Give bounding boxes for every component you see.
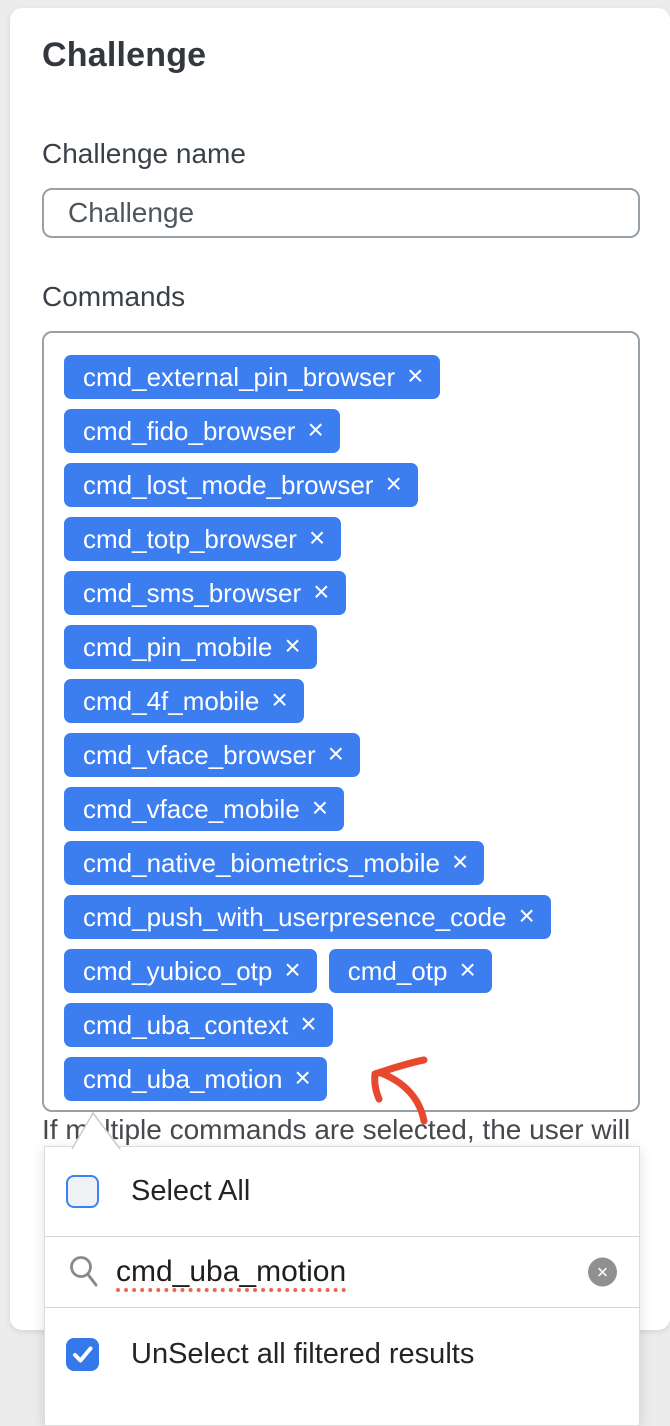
commands-help-text: If multiple commands are selected, the u…: [42, 1114, 631, 1145]
selected-command-tag: cmd_push_with_userpresence_code ×: [64, 895, 551, 939]
selected-command-tag: cmd_sms_browser ×: [64, 571, 346, 615]
remove-tag-icon[interactable]: ×: [451, 846, 469, 877]
tag-row: cmd_vface_mobile ×: [64, 787, 620, 831]
tag-row: cmd_fido_browser ×: [64, 409, 620, 453]
selected-command-tag: cmd_4f_mobile ×: [64, 679, 304, 723]
unselect-filtered-row[interactable]: UnSelect all filtered results: [45, 1308, 639, 1426]
tag-row: cmd_yubico_otp × cmd_otp ×: [64, 949, 620, 993]
command-search-input[interactable]: cmd_uba_motion: [116, 1255, 347, 1288]
commands-label: Commands: [42, 281, 186, 312]
tag-label: cmd_uba_motion: [83, 1063, 283, 1094]
commands-multiselect[interactable]: cmd_external_pin_browser×cmd_fido_browse…: [42, 331, 640, 1112]
tag-row: cmd_4f_mobile ×: [64, 679, 620, 723]
selected-command-tag: cmd_lost_mode_browser ×: [64, 463, 418, 507]
selected-command-tag: cmd_native_biometrics_mobile ×: [64, 841, 485, 885]
tag-label: cmd_yubico_otp: [83, 955, 273, 986]
select-all-row[interactable]: Select All: [45, 1147, 639, 1237]
remove-tag-icon[interactable]: ×: [459, 954, 476, 985]
selected-command-tag: cmd_totp_browser ×: [64, 517, 342, 561]
remove-tag-icon[interactable]: ×: [294, 1062, 311, 1093]
tag-label: cmd_otp: [347, 955, 448, 986]
tag-label: cmd_fido_browser: [83, 415, 296, 446]
tag-label: cmd_native_biometrics_mobile: [83, 847, 440, 878]
remove-tag-icon[interactable]: ×: [284, 954, 301, 985]
unselect-filtered-label: UnSelect all filtered results: [131, 1338, 475, 1370]
tag-row: cmd_pin_mobile ×: [64, 625, 620, 669]
tag-row: cmd_uba_context ×: [64, 1003, 620, 1047]
clear-x-icon: ✕: [596, 1264, 609, 1281]
tag-label: cmd_4f_mobile: [83, 685, 260, 716]
selected-command-tag: cmd_yubico_otp ×: [64, 949, 317, 993]
selected-command-tag: cmd_pin_mobile ×: [64, 625, 317, 669]
tag-label: cmd_uba_context: [83, 1009, 289, 1040]
tag-label: cmd_vface_browser: [83, 739, 316, 770]
selected-command-tag: cmd_uba_motion ×: [64, 1057, 327, 1101]
dropdown-caret: [71, 1111, 121, 1150]
selected-command-tag: cmd_external_pin_browser ×: [64, 355, 440, 399]
tag-row: cmd_native_biometrics_mobile ×: [64, 841, 620, 885]
search-row: cmd_uba_motion ✕: [45, 1237, 639, 1308]
remove-tag-icon[interactable]: ×: [327, 738, 345, 769]
multiselect-dropdown: Select All cmd_uba_motion ✕ UnSelect all…: [44, 1146, 640, 1426]
remove-tag-icon[interactable]: ×: [308, 522, 326, 553]
tag-label: cmd_totp_browser: [83, 523, 297, 554]
selected-tags: cmd_external_pin_browser×cmd_fido_browse…: [64, 355, 620, 1101]
remove-tag-icon[interactable]: ×: [518, 900, 535, 931]
remove-tag-icon[interactable]: ×: [313, 576, 330, 607]
remove-tag-icon[interactable]: ×: [284, 630, 301, 661]
clear-search-button[interactable]: ✕: [588, 1257, 617, 1287]
remove-tag-icon[interactable]: ×: [385, 468, 402, 499]
tag-row: cmd_external_pin_browser ×: [64, 355, 620, 399]
selected-command-tag: cmd_otp ×: [328, 949, 492, 993]
tag-label: cmd_sms_browser: [83, 577, 302, 608]
challenge-name-input[interactable]: [42, 188, 640, 238]
remove-tag-icon[interactable]: ×: [407, 360, 424, 391]
page-title: Challenge: [42, 36, 207, 74]
check-icon: [73, 1346, 93, 1363]
tag-label: cmd_external_pin_browser: [83, 361, 396, 392]
selected-command-tag: cmd_vface_mobile ×: [64, 787, 345, 831]
select-all-checkbox[interactable]: [66, 1175, 99, 1208]
tag-row: cmd_lost_mode_browser ×: [64, 463, 620, 507]
tag-label: cmd_push_with_userpresence_code: [83, 901, 507, 932]
tag-row: cmd_vface_browser ×: [64, 733, 620, 777]
tag-row: cmd_sms_browser ×: [64, 571, 620, 615]
challenge-name-label: Challenge name: [42, 138, 246, 169]
tag-label: cmd_vface_mobile: [83, 793, 300, 824]
tag-label: cmd_lost_mode_browser: [83, 469, 374, 500]
tag-row: cmd_push_with_userpresence_code ×: [64, 895, 620, 939]
search-icon: [70, 1256, 98, 1287]
selected-command-tag: cmd_uba_context ×: [64, 1003, 333, 1047]
remove-tag-icon[interactable]: ×: [271, 684, 288, 715]
remove-tag-icon[interactable]: ×: [307, 414, 324, 445]
remove-tag-icon[interactable]: ×: [300, 1008, 317, 1039]
remove-tag-icon[interactable]: ×: [311, 792, 329, 823]
annotation-arrow-icon: [371, 1056, 428, 1125]
selected-command-tag: cmd_vface_browser ×: [64, 733, 361, 777]
challenge-form-card: Challenge Challenge name Commands cmd_ex…: [10, 8, 670, 1330]
tag-row: cmd_totp_browser ×: [64, 517, 620, 561]
select-all-label: Select All: [131, 1175, 251, 1207]
tag-label: cmd_pin_mobile: [83, 631, 273, 662]
unselect-filtered-checkbox[interactable]: [66, 1338, 99, 1371]
selected-command-tag: cmd_fido_browser ×: [64, 409, 340, 453]
tag-row: cmd_uba_motion ×: [64, 1057, 620, 1101]
